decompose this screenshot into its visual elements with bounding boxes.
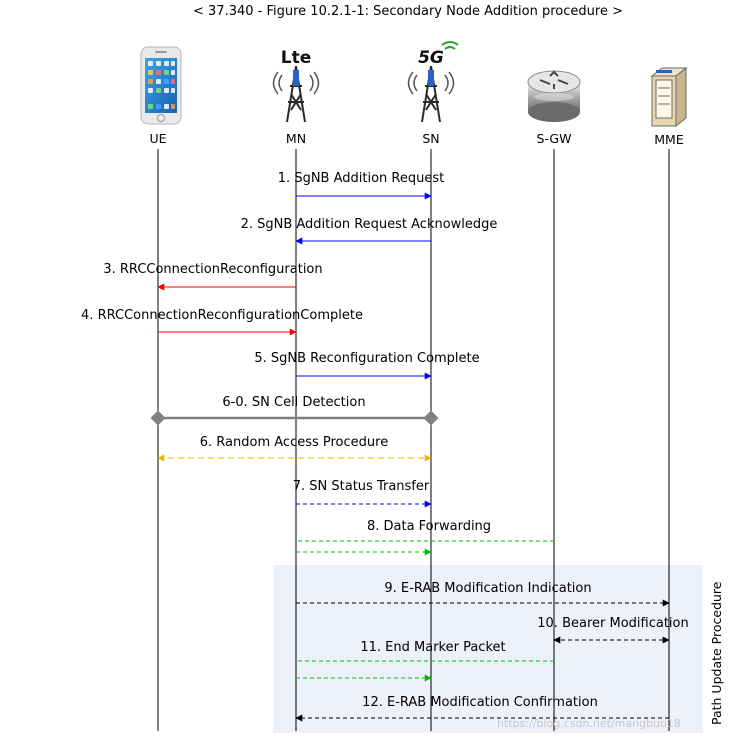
message-2: 2. SgNB Addition Request Acknowledge — [241, 217, 498, 245]
message-3-label: 3. RRCConnectionReconfiguration — [103, 262, 322, 277]
server-icon — [650, 66, 688, 128]
message-6: 6. Random Access Procedure — [157, 435, 432, 462]
5g-badge: 5G — [418, 48, 444, 68]
message-12: 12. E-RAB Modification Confirmation — [295, 695, 669, 722]
message-8: 8. Data Forwarding — [296, 519, 554, 556]
actor-sgw-label: S-GW — [537, 131, 572, 146]
smartphone-icon — [140, 46, 182, 125]
message-11-label: 11. End Marker Packet — [360, 640, 505, 655]
group-label: Path Update Procedure — [709, 581, 724, 725]
message-2-label: 2. SgNB Addition Request Acknowledge — [241, 217, 498, 232]
message-1: 1. SgNB Addition Request — [278, 171, 444, 200]
message-5-label: 5. SgNB Reconfiguration Complete — [254, 351, 479, 366]
actor-mn-label: MN — [286, 131, 306, 146]
actor-ue-label: UE — [149, 131, 166, 146]
lte-badge: Lte — [281, 48, 312, 68]
message-6-0-label: 6-0. SN Cell Detection — [222, 395, 365, 410]
5g-tower-icon: 5G — [407, 41, 459, 123]
actor-mme-label: MME — [654, 132, 684, 147]
actor-sn-label: SN — [422, 131, 439, 146]
message-3: 3. RRCConnectionReconfiguration — [103, 262, 323, 291]
message-10-label: 10. Bearer Modification — [537, 616, 688, 631]
message-6-0: 6-0. SN Cell Detection — [150, 395, 439, 426]
watermark: https://blog.csdn.net/mangbuo18 — [497, 717, 681, 730]
message-12-label: 12. E-RAB Modification Confirmation — [362, 695, 598, 710]
router-icon — [527, 70, 581, 122]
message-1-label: 1. SgNB Addition Request — [278, 171, 444, 186]
message-7: 7. SN Status Transfer — [293, 479, 432, 508]
path-update-procedure-group — [273, 565, 703, 733]
message-10: 10. Bearer Modification — [537, 616, 689, 644]
message-5: 5. SgNB Reconfiguration Complete — [254, 351, 480, 380]
message-4-label: 4. RRCConnectionReconfigurationComplete — [81, 308, 363, 323]
message-6-label: 6. Random Access Procedure — [200, 435, 388, 450]
message-11: 11. End Marker Packet — [296, 640, 554, 682]
diagram-title: < 37.340 - Figure 10.2.1-1: Secondary No… — [193, 4, 623, 19]
message-9-label: 9. E-RAB Modification Indication — [384, 581, 591, 596]
message-9: 9. E-RAB Modification Indication — [296, 581, 670, 607]
message-4: 4. RRCConnectionReconfigurationComplete — [81, 308, 363, 336]
message-7-label: 7. SN Status Transfer — [293, 479, 430, 494]
lte-tower-icon: Lte — [272, 48, 320, 123]
message-8-label: 8. Data Forwarding — [367, 519, 491, 534]
